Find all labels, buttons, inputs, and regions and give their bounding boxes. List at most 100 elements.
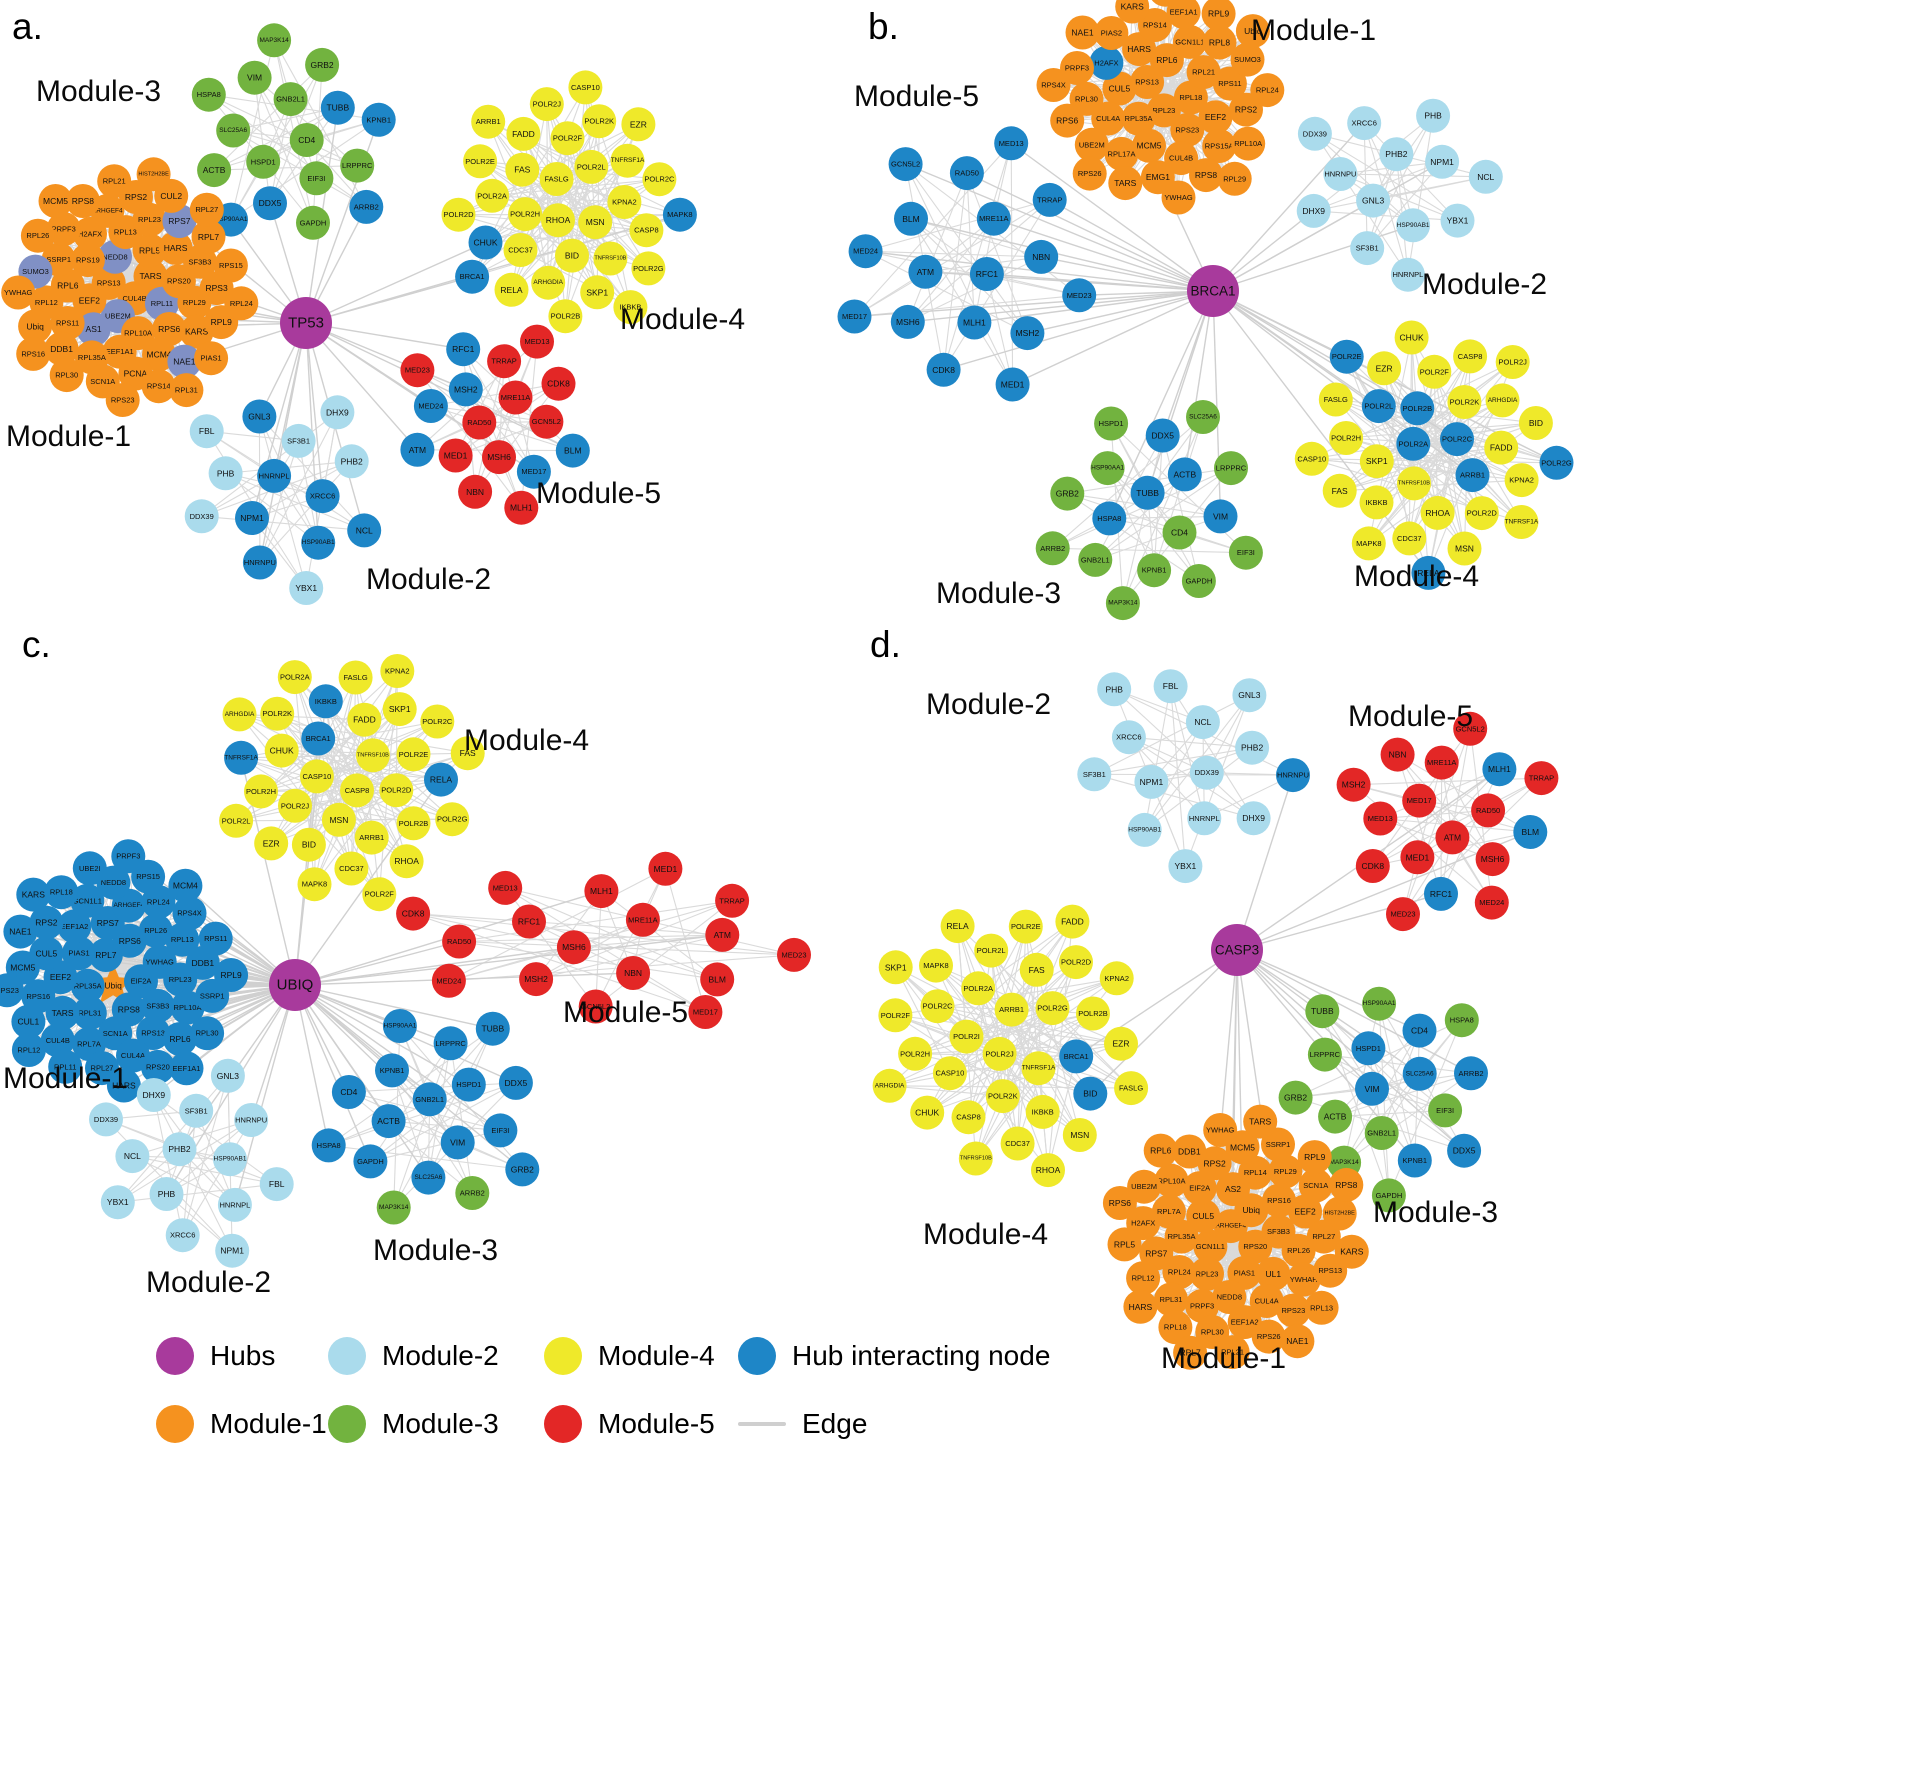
gene-node[interactable]: RPS11 — [198, 921, 233, 956]
gene-node[interactable]: POLR2A — [277, 660, 312, 695]
gene-node[interactable]: RPS16 — [16, 336, 51, 371]
gene-node[interactable]: SF3B1 — [1077, 757, 1112, 792]
gene-node[interactable]: TRRAP — [1032, 182, 1067, 217]
gene-node[interactable]: POLR2G — [1539, 445, 1574, 480]
gene-node[interactable]: POLR2L — [574, 149, 609, 184]
gene-node[interactable]: POLR2L — [219, 803, 254, 838]
gene-node[interactable]: FADD — [347, 702, 382, 737]
gene-node[interactable]: RPL24 — [1250, 73, 1285, 108]
gene-node[interactable]: POLR2E — [1329, 339, 1364, 374]
gene-node[interactable]: BID — [555, 238, 589, 273]
gene-node[interactable]: GRB2 — [305, 47, 340, 82]
gene-node[interactable]: HSP90AB1 — [1396, 208, 1431, 243]
gene-node[interactable]: MED24 — [413, 389, 448, 423]
gene-node[interactable]: PRPF3 — [111, 839, 146, 874]
gene-node[interactable]: RPL31 — [169, 373, 204, 408]
gene-node[interactable]: HSP90AB1 — [1127, 812, 1162, 847]
gene-node[interactable]: RPL27 — [189, 192, 224, 227]
gene-node[interactable]: POLR2H — [898, 1036, 933, 1071]
gene-node[interactable]: ATM — [400, 432, 435, 467]
gene-node[interactable]: RPL26 — [20, 218, 55, 253]
gene-node[interactable]: POLR2J — [278, 788, 312, 823]
gene-node[interactable]: HSP90AA1 — [382, 1009, 417, 1043]
gene-node[interactable]: SLC25A6 — [411, 1160, 446, 1195]
gene-node[interactable]: MED17 — [688, 995, 723, 1029]
gene-node[interactable]: MRE11A — [498, 380, 533, 415]
gene-node[interactable]: KPNB1 — [375, 1053, 409, 1088]
gene-node[interactable]: CHUK — [264, 733, 299, 768]
gene-node[interactable]: MSH6 — [890, 304, 925, 339]
gene-node[interactable]: BLM — [555, 433, 590, 468]
gene-node[interactable]: FBL — [189, 414, 224, 449]
gene-node[interactable]: ARRB2 — [455, 1176, 490, 1210]
gene-node[interactable]: HSPD1 — [1094, 406, 1129, 441]
gene-node[interactable]: EEF2 — [1198, 100, 1233, 135]
gene-node[interactable]: HIST2H2BE — [1322, 1196, 1357, 1231]
gene-node[interactable]: HNRNPL — [1187, 801, 1222, 836]
gene-node[interactable]: POLR2F — [362, 877, 397, 912]
gene-node[interactable]: HARS — [1123, 1289, 1158, 1324]
gene-node[interactable]: RPS8 — [1329, 1167, 1364, 1202]
gene-node[interactable]: POLR2H — [508, 197, 543, 232]
gene-node[interactable]: CDK8 — [1355, 849, 1390, 883]
gene-node[interactable]: TNFRSF10B — [355, 738, 390, 773]
gene-node[interactable]: GAPDH — [1181, 564, 1216, 598]
gene-node[interactable]: FASLG — [338, 660, 373, 695]
gene-node[interactable]: NPM1 — [1425, 144, 1460, 179]
gene-node[interactable]: IKBKB — [308, 684, 343, 719]
gene-node[interactable]: MAPK8 — [662, 197, 697, 232]
gene-node[interactable]: RPL13 — [1304, 1290, 1339, 1325]
gene-node[interactable]: IKBKB — [1359, 485, 1394, 520]
gene-node[interactable]: RELA — [940, 909, 975, 944]
gene-node[interactable]: TNFRSF10B — [958, 1141, 993, 1176]
gene-node[interactable]: POLR2C — [1440, 422, 1474, 457]
gene-node[interactable]: POLR2A — [475, 178, 510, 213]
gene-node[interactable]: FBL — [1153, 669, 1188, 704]
gene-node[interactable]: DDX39 — [89, 1102, 123, 1137]
gene-node[interactable]: XRCC6 — [305, 479, 340, 514]
gene-node[interactable]: CD4 — [1162, 515, 1197, 550]
gene-node[interactable]: GNL3 — [242, 399, 277, 434]
gene-node[interactable]: BRCA1 — [1059, 1039, 1094, 1074]
gene-node[interactable]: MAPK8 — [1351, 526, 1386, 561]
gene-node[interactable]: POLR2F — [878, 998, 913, 1033]
gene-node[interactable]: ATM — [705, 917, 740, 952]
gene-node[interactable]: DHX9 — [1296, 193, 1331, 228]
gene-node[interactable]: ARRB2 — [349, 189, 384, 224]
gene-node[interactable]: MSN — [1062, 1118, 1097, 1152]
gene-node[interactable]: MED13 — [994, 126, 1029, 161]
gene-node[interactable]: POLR2F — [550, 121, 585, 156]
gene-node[interactable]: SKP1 — [878, 950, 913, 985]
gene-node[interactable]: POLR2L — [974, 933, 1009, 968]
gene-node[interactable]: SF3B1 — [1350, 231, 1385, 266]
gene-node[interactable]: TNFRSF10B — [593, 241, 628, 276]
gene-node[interactable]: DDX39 — [184, 499, 219, 534]
gene-node[interactable]: MED13 — [520, 324, 554, 359]
gene-node[interactable]: GRB2 — [1050, 476, 1085, 511]
gene-node[interactable]: KPNA2 — [1504, 463, 1539, 498]
gene-node[interactable]: POLR2A — [1396, 426, 1431, 461]
gene-node[interactable]: RHOA — [1420, 495, 1455, 530]
gene-node[interactable]: TUBB — [320, 90, 355, 125]
gene-node[interactable]: RFC1 — [446, 332, 481, 367]
gene-node[interactable]: RPL10A — [1231, 126, 1266, 161]
gene-node[interactable]: POLR2D — [1464, 496, 1499, 531]
gene-node[interactable]: POLR2K — [260, 696, 295, 731]
gene-node[interactable]: PHB — [1416, 98, 1451, 133]
gene-node[interactable]: KPNB1 — [361, 102, 396, 137]
gene-node[interactable]: BRCA1 — [455, 259, 490, 294]
gene-node[interactable]: CD4 — [289, 123, 324, 157]
gene-node[interactable]: POLR2E — [463, 144, 498, 179]
gene-node[interactable]: VIM — [440, 1125, 475, 1160]
gene-node[interactable]: CASP8 — [340, 773, 374, 808]
gene-node[interactable]: SLC25A6 — [1186, 400, 1220, 434]
gene-node[interactable]: VIM — [1203, 499, 1238, 534]
gene-node[interactable]: GRB2 — [505, 1152, 540, 1187]
gene-node[interactable]: MED13 — [488, 870, 523, 905]
gene-node[interactable]: TNFRSF1A — [1504, 505, 1539, 539]
gene-node[interactable]: BLM — [894, 201, 928, 236]
gene-node[interactable]: RHOA — [389, 844, 424, 879]
gene-node[interactable]: RPS23 — [105, 383, 140, 417]
gene-node[interactable]: SLC25A6 — [216, 113, 251, 148]
gene-node[interactable]: DDX39 — [1297, 116, 1332, 151]
